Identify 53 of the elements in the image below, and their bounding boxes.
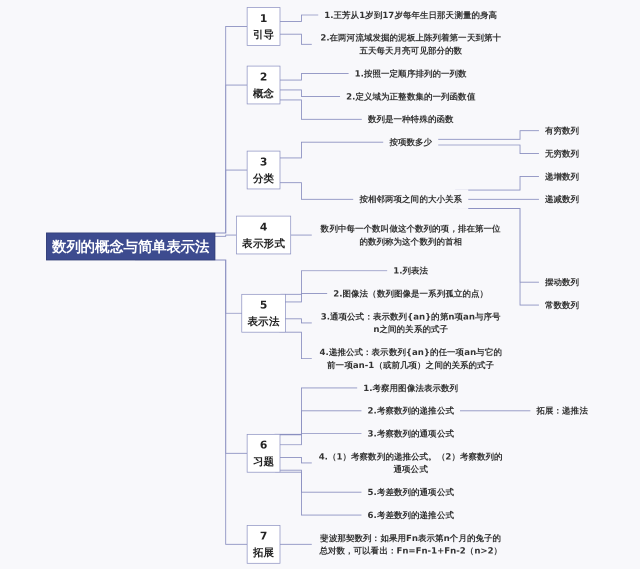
connector (459, 410, 532, 412)
node-text: 1.王芳从1岁到17岁每年生日那天测量的身高 (324, 10, 498, 20)
node-box: 1 引导 (246, 7, 280, 46)
node-text: 4.（1）考察数列的递推公式。（2）考察数列的通项公式 (318, 451, 503, 474)
node-box: 6 习题 (246, 434, 280, 473)
node-text: 数列中每一个数叫做这个数列的项，排在第一位的数列称为这个数列的首相 (320, 224, 501, 246)
node-text: 6.考差数列的递推公式 (368, 510, 454, 520)
node-text: 2.定义域为正整数集的一列函数值 (346, 91, 476, 102)
node-text: 无穷数列 (545, 148, 580, 159)
node-text: 有穷数列 (545, 126, 580, 136)
node-text: 斐波那契数列：如果用Fn表示第n个月的兔子的总对数，可以看出：Fn=Fn-1+Fn-2（n>2） (319, 532, 502, 556)
connector (280, 14, 320, 22)
node-box: 2 概念 (246, 66, 280, 104)
connector (437, 130, 540, 140)
node-text: 2.考察数列的递推公式 (368, 406, 454, 416)
node-text: 递减数列 (545, 194, 580, 204)
connector (280, 470, 362, 493)
node-text: 1.列表法 (393, 266, 428, 276)
node-text: 3.考察数列的通项公式 (368, 428, 454, 439)
connector (284, 293, 328, 302)
node-box: 7 拓展 (246, 525, 280, 564)
node-text: 常数数列 (545, 300, 580, 310)
node-box: 数列的概念与简单表示法 (46, 232, 216, 260)
connector (280, 34, 313, 45)
connector (280, 142, 384, 158)
node-box: 5 表示法 (241, 294, 286, 333)
node-text: 2.在两河流域发掘的泥板上陈列着第一天到第十五天每天月亮可见部分的数 (320, 32, 502, 56)
node-text: 2.图像法（数列图像是一系列孤立的点） (333, 288, 488, 299)
node-text: 1.考察用图像法表示数列 (363, 382, 458, 393)
node-box: 4 表示形式 (236, 216, 292, 254)
connector (280, 99, 363, 120)
node-box: 3 分类 (246, 150, 280, 190)
node-text: 按项数多少 (389, 137, 432, 148)
node-text: 3.通项公式：表示数列{an}的第n项an与序号n之间的关系的式子 (320, 311, 501, 334)
connector (280, 90, 341, 97)
node-text: 递增数列 (545, 171, 580, 182)
node-text: 数列是一种特殊的函数 (368, 114, 454, 124)
node-text: 5.考差数列的通项公式 (368, 487, 454, 498)
node-text: 摆动数列 (545, 277, 580, 288)
connector (214, 234, 237, 237)
connector (280, 182, 354, 200)
node-text: 1.按照一定顺序排列的一列数 (354, 68, 467, 79)
connector (284, 318, 313, 324)
connector (467, 198, 540, 200)
connector (280, 410, 362, 436)
connector (280, 73, 350, 80)
connector (280, 457, 313, 464)
node-text: 拓展：递推法 (536, 406, 588, 416)
node-text: 4.递推公式：表示数列{an}的任一项an与它的前一项an-1（或前几项）之间的关系的式子 (320, 347, 502, 370)
connector (280, 544, 313, 545)
connector (280, 433, 362, 446)
connector (290, 234, 313, 236)
connector (437, 144, 540, 154)
